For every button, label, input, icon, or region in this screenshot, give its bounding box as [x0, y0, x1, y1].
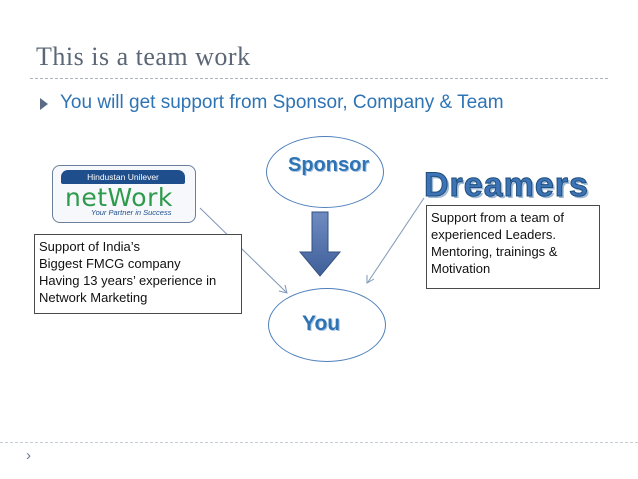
down-arrow-icon: [298, 211, 342, 277]
company-support-line: Network Marketing: [39, 290, 148, 305]
team-connector-line: [367, 197, 425, 283]
footer-divider: [0, 442, 638, 443]
bullet-arrow-icon: [40, 98, 48, 110]
title-divider: [30, 78, 608, 79]
team-support-line: experienced Leaders.: [431, 227, 557, 242]
company-support-line: Having 13 years’ experience in: [39, 273, 217, 288]
logo-tagline: Your Partner in Success: [91, 208, 172, 217]
chevron-right-icon: ›: [26, 447, 31, 464]
you-circle: [268, 288, 386, 362]
slide-title: This is a team work: [36, 42, 251, 71]
team-connector-arrowhead: [366, 275, 375, 284]
team-support-box: Support from a team of experienced Leade…: [426, 205, 600, 289]
bullet-text: You will get support from Sponsor, Compa…: [60, 92, 504, 113]
you-label: You: [302, 312, 341, 335]
company-connector-arrowhead: [278, 284, 288, 294]
company-logo: Hindustan Unilever netWork Your Partner …: [52, 165, 196, 223]
team-support-line: Support from a team of: [431, 210, 564, 225]
team-support-line: Motivation: [431, 261, 491, 276]
logo-wordmark: netWork: [65, 183, 173, 212]
company-support-line: Support of India’s: [39, 239, 140, 254]
sponsor-label: Sponsor: [288, 154, 370, 176]
logo-band-text: Hindustan Unilever: [61, 170, 185, 184]
sponsor-circle: [266, 136, 384, 208]
team-name: Dreamers: [424, 166, 589, 205]
team-support-line: Mentoring, trainings &: [431, 244, 558, 259]
company-support-line: Biggest FMCG company: [39, 256, 181, 271]
company-support-box: Support of India’s Biggest FMCG company …: [34, 234, 242, 314]
